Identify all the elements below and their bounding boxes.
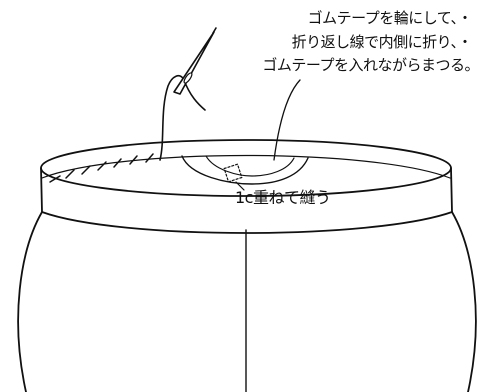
note-leader-line bbox=[273, 79, 301, 161]
instruction-line-3: ゴムテープを入れながらまつる。 bbox=[262, 56, 479, 74]
fold-line bbox=[41, 154, 451, 179]
elastic-overlap-square bbox=[223, 163, 243, 183]
garment-left-side bbox=[17, 211, 43, 392]
waistband-right-edge bbox=[450, 167, 453, 213]
needle-icon bbox=[173, 27, 217, 95]
elastic-loop-inner bbox=[205, 155, 295, 177]
instruction-line-2: 折り返し線で内側に折り、・ bbox=[291, 33, 473, 51]
waistband-bottom-edge bbox=[41, 211, 453, 234]
overlap-label: 1c重ねて縫う bbox=[235, 188, 331, 207]
thread bbox=[159, 74, 206, 161]
elastic-loop bbox=[181, 155, 309, 185]
overlap-leader-line bbox=[235, 181, 245, 191]
blind-stitches bbox=[49, 153, 154, 183]
waistband-left-edge bbox=[40, 167, 43, 213]
garment-right-side bbox=[451, 211, 477, 392]
instruction-line-1: ゴムテープを輪にして、・ bbox=[307, 9, 473, 27]
